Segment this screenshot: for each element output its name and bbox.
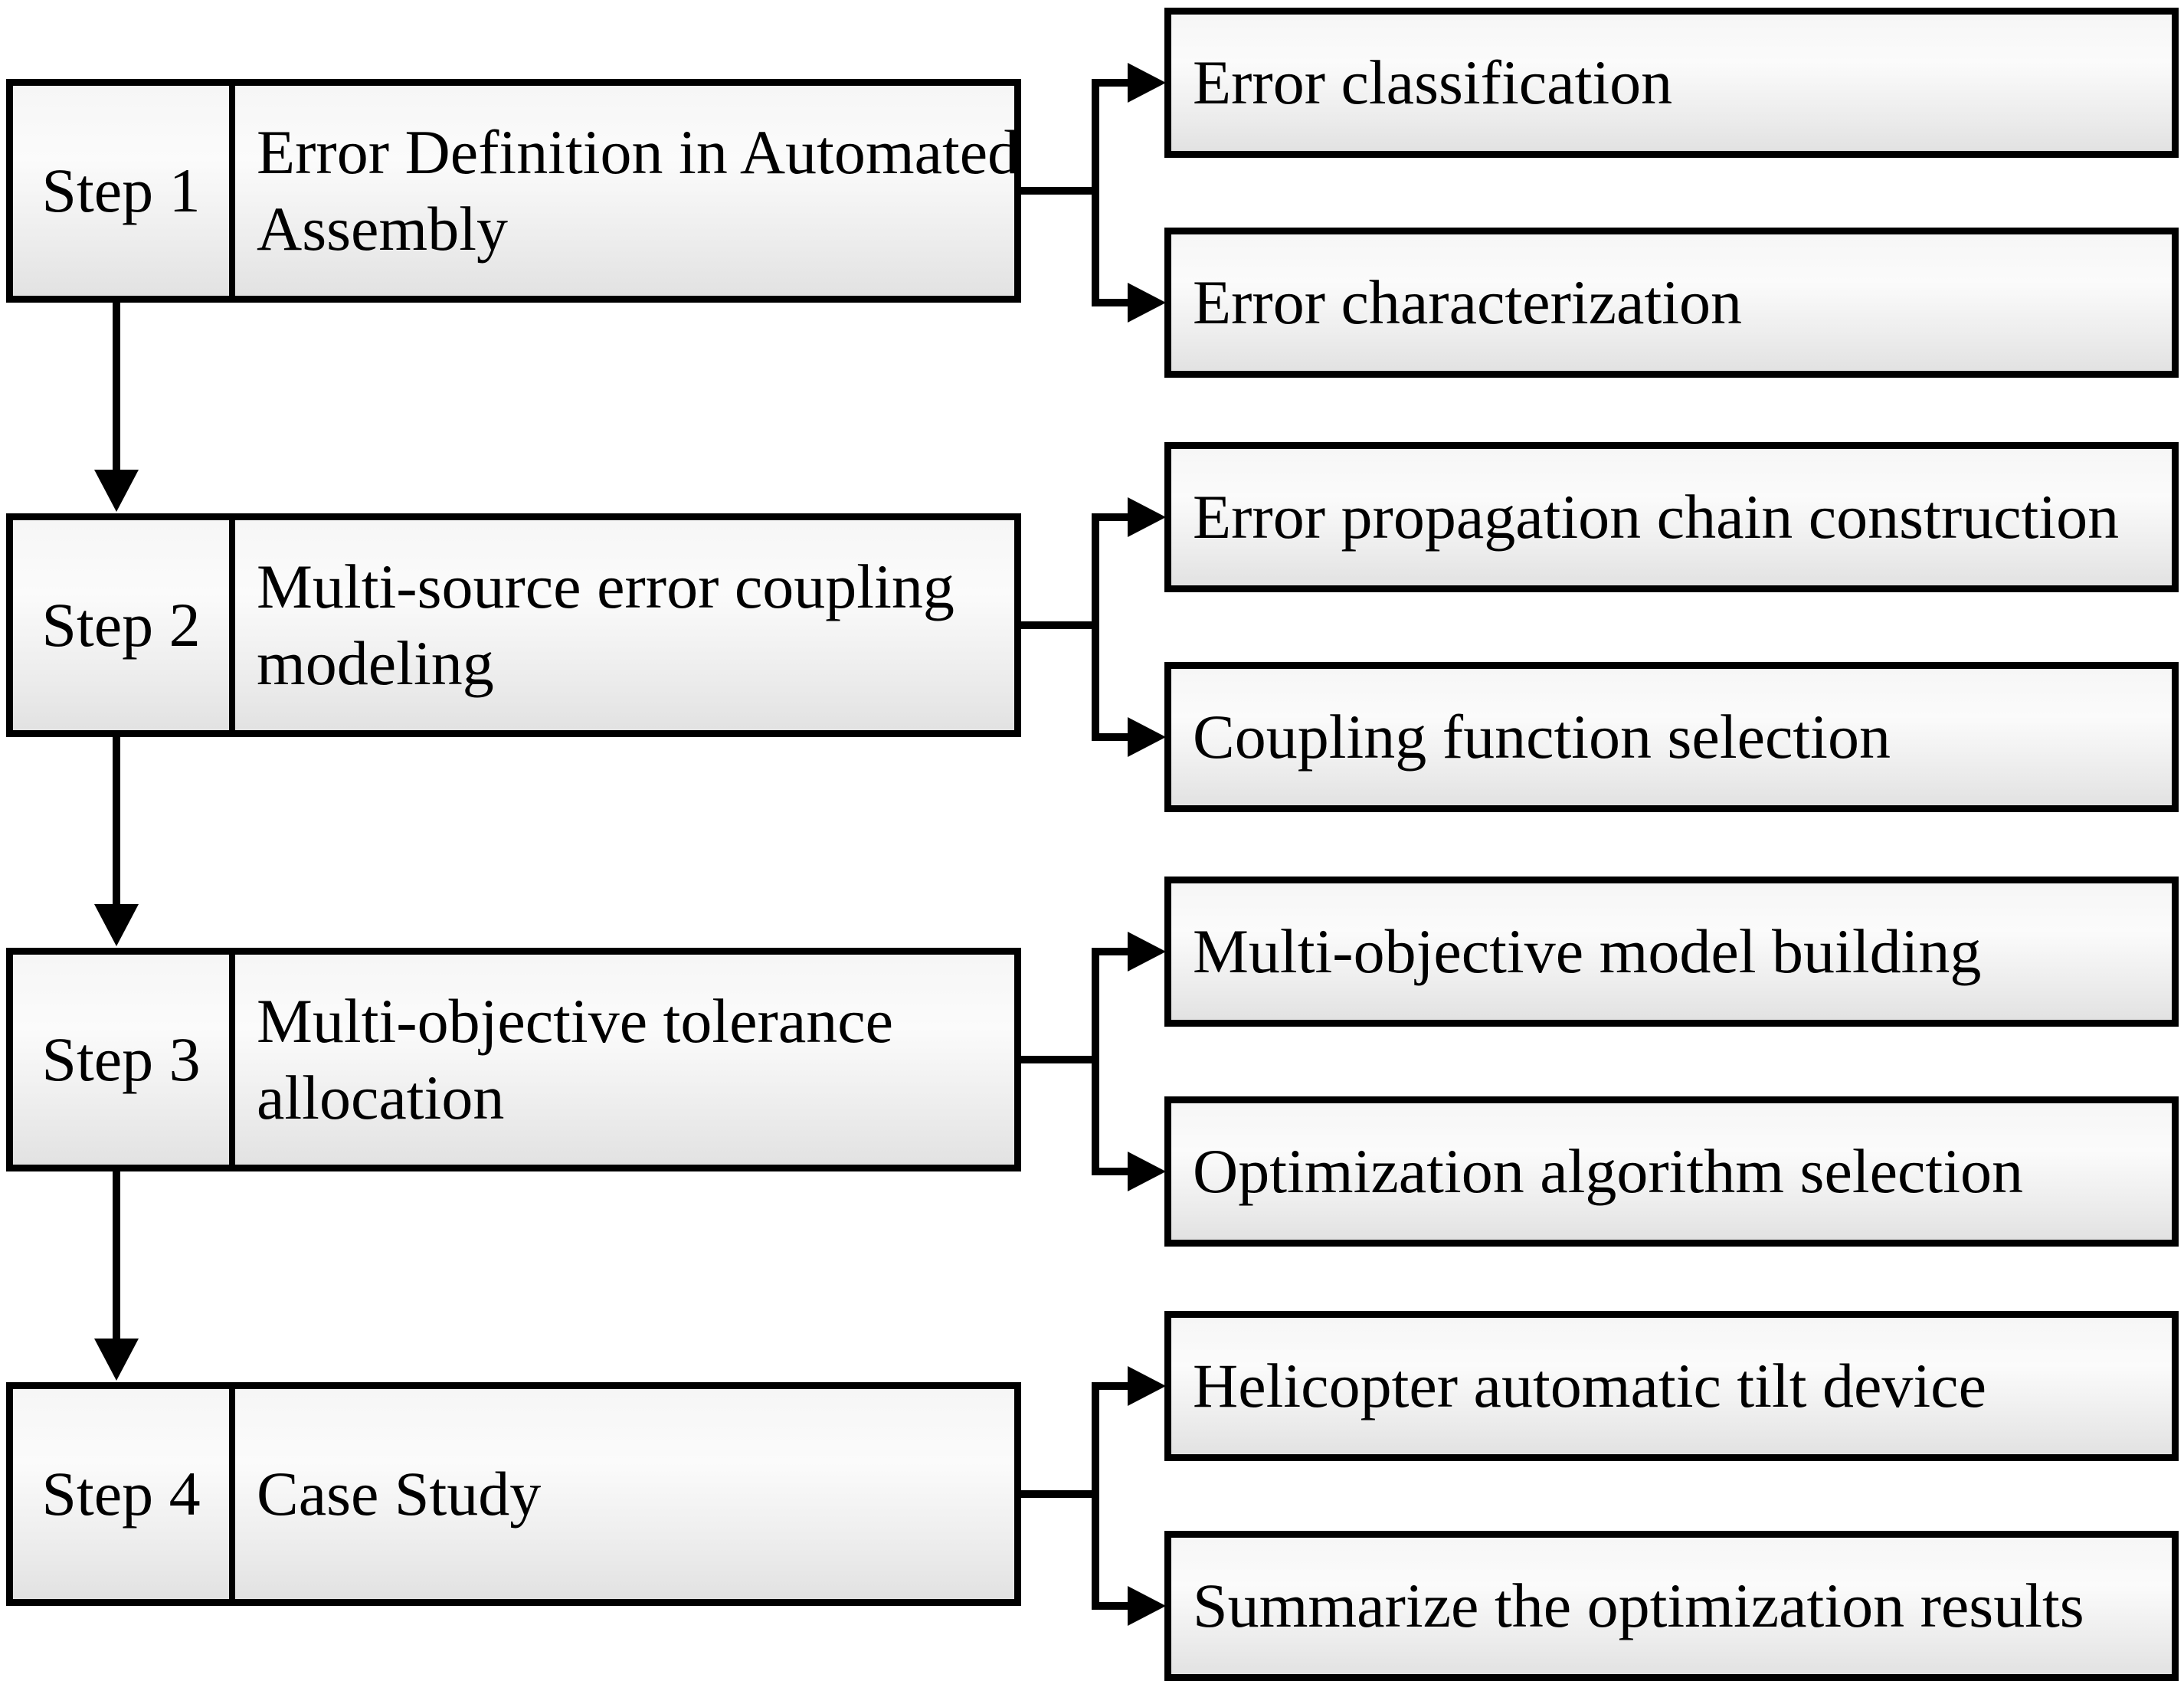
output-label: Error characterization [1193,267,1743,337]
step-label-cell: Step 4 [13,1389,235,1599]
connector-line [1098,79,1130,87]
arrowhead-down-icon [94,470,139,512]
output-label: Summarize the optimization results [1193,1571,2084,1640]
step-group-4: Step 4 Case Study Helicopter automatic t… [0,1303,2184,1681]
output-box: Coupling function selection [1164,662,2179,812]
connector-line [113,303,120,471]
connector-line [1098,1382,1130,1390]
connector-line [1092,948,1099,1175]
step-box-4: Step 4 Case Study [6,1382,1021,1606]
output-box: Helicopter automatic tilt device [1164,1311,2179,1461]
output-box: Error propagation chain construction [1164,442,2179,592]
step-title-cell: Error Definition in Automated Assembly [235,86,1019,296]
arrowhead-down-icon [94,904,139,946]
step-label-cell: Step 1 [13,86,235,296]
connector-line [1092,79,1099,306]
connector-line [1098,948,1130,955]
output-box: Error characterization [1164,228,2179,378]
step-label: Step 1 [41,156,201,225]
arrowhead-right-icon [1128,932,1166,972]
step-title-cell: Multi-source error coupling modeling [235,520,1014,730]
arrowhead-down-icon [94,1339,139,1381]
output-label: Error classification [1193,48,1673,117]
connector-line [1098,299,1130,306]
step-title: Error Definition in Automated Assembly [257,117,1020,264]
output-label: Optimization algorithm selection [1193,1136,2023,1206]
connector-line [113,737,120,906]
step-box-2: Step 2 Multi-source error coupling model… [6,513,1021,737]
step-group-2: Step 2 Multi-source error coupling model… [0,434,2184,946]
output-box: Summarize the optimization results [1164,1531,2179,1681]
connector-line [1098,733,1130,741]
step-title-cell: Multi-objective tolerance allocation [235,955,1014,1165]
output-label: Helicopter automatic tilt device [1193,1351,1986,1420]
output-label: Coupling function selection [1193,702,1891,772]
step-label: Step 3 [41,1024,201,1094]
connector-line [1092,513,1099,741]
connector-line [1098,1168,1130,1175]
connector-line [1021,1490,1095,1498]
connector-line [1021,621,1095,629]
step-title: Multi-objective tolerance allocation [257,986,894,1132]
connector-line [1021,187,1095,195]
connector-line [1092,1382,1099,1610]
output-box: Error classification [1164,8,2179,158]
output-label: Error propagation chain construction [1193,482,2120,552]
arrowhead-right-icon [1128,1586,1166,1626]
output-box: Multi-objective model building [1164,877,2179,1027]
step-title: Case Study [257,1459,542,1529]
step-group-1: Step 1 Error Definition in Automated Ass… [0,0,2184,512]
step-title: Multi-source error coupling modeling [257,552,954,698]
connector-line [1021,1056,1095,1063]
arrowhead-right-icon [1128,717,1166,757]
step-label-cell: Step 2 [13,520,235,730]
arrowhead-right-icon [1128,1152,1166,1191]
connector-line [1098,513,1130,521]
arrowhead-right-icon [1128,1366,1166,1406]
step-label: Step 2 [41,590,201,660]
step-box-3: Step 3 Multi-objective tolerance allocat… [6,948,1021,1171]
step-label: Step 4 [41,1459,201,1529]
step-group-3: Step 3 Multi-objective tolerance allocat… [0,869,2184,1381]
connector-line [1098,1602,1130,1610]
arrowhead-right-icon [1128,283,1166,323]
step-box-1: Step 1 Error Definition in Automated Ass… [6,79,1021,303]
arrowhead-right-icon [1128,497,1166,537]
output-label: Multi-objective model building [1193,916,1982,986]
arrowhead-right-icon [1128,63,1166,103]
output-box: Optimization algorithm selection [1164,1096,2179,1247]
step-label-cell: Step 3 [13,955,235,1165]
connector-line [113,1171,120,1340]
step-title-cell: Case Study [235,1389,1014,1599]
